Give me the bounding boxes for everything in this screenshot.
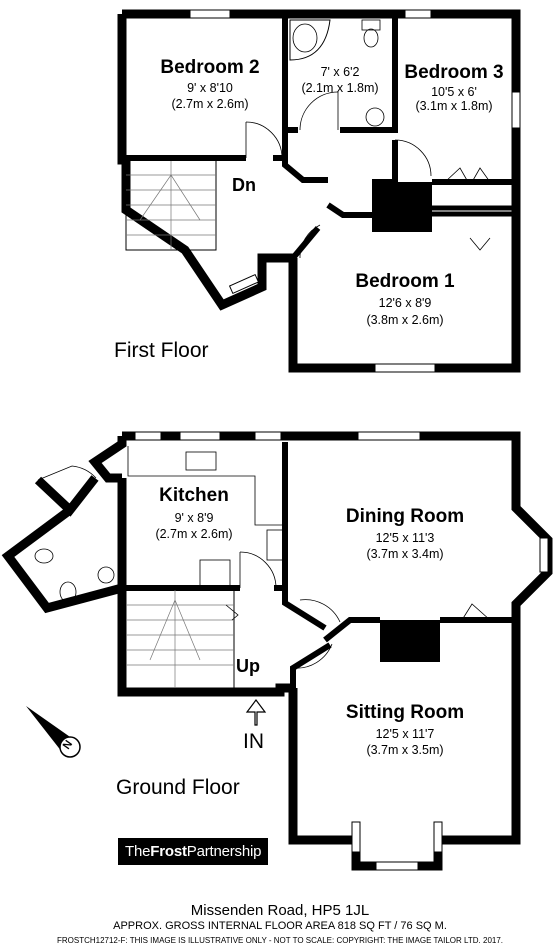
bedroom3-metric: (3.1m x 1.8m) <box>415 99 493 113</box>
ground-floor-stair-label: Up <box>236 656 260 676</box>
compass-icon <box>26 706 81 758</box>
basin <box>365 107 385 127</box>
bathroom-imperial: 7' x 6'2 <box>320 65 360 79</box>
ground-floor-left-wall <box>88 436 293 697</box>
dining-room-imperial: 12'5 x 11'3 <box>375 531 435 545</box>
bedroom3-wall <box>372 140 516 185</box>
first-floor-label: First Floor <box>114 339 209 362</box>
hall-wall <box>282 588 327 631</box>
bedroom2-name: Bedroom 2 <box>160 57 260 78</box>
bedroom2-metric: (2.7m x 2.6m) <box>171 97 249 111</box>
toilet <box>361 19 381 31</box>
disclaimer: FROSTCH12712-F: THIS IMAGE IS ILLUSTRATI… <box>56 936 504 945</box>
wc-wall <box>1 475 124 614</box>
bedroom1-imperial: 12'6 x 8'9 <box>378 296 432 310</box>
first-floor-stair-label: Dn <box>232 175 256 195</box>
bedroom3-imperial: 10'5 x 6' <box>431 85 477 99</box>
ground-floor-stair <box>125 589 235 689</box>
wc-toilet <box>59 581 77 603</box>
kitchen-name: Kitchen <box>159 485 229 506</box>
dining-room-name: Dining Room <box>345 506 465 527</box>
bedroom2-imperial: 9' x 8'10 <box>187 81 233 95</box>
kitchen-sink <box>185 451 217 471</box>
first-floor-chimney <box>372 182 432 232</box>
kitchen-worktop <box>127 446 285 526</box>
sitting-room-imperial: 12'5 x 11'7 <box>375 727 435 741</box>
sitting-room-metric: (3.7m x 3.5m) <box>366 743 444 757</box>
bedroom3-name: Bedroom 3 <box>404 62 504 83</box>
entrance-label: IN <box>243 730 264 753</box>
entrance-arrow <box>245 699 267 726</box>
bathroom-metric: (2.1m x 1.8m) <box>301 81 379 95</box>
logo-prefix: The <box>125 843 151 860</box>
ground-floor-label: Ground Floor <box>116 776 240 799</box>
dining-room-metric: (3.7m x 3.4m) <box>366 547 444 561</box>
logo-bold: Frost <box>150 843 187 860</box>
address: Missenden Road, HP5 1JL <box>190 902 370 919</box>
ground-floor-chimney <box>380 620 440 662</box>
logo-suffix: Partnership <box>186 843 262 860</box>
corner-bath <box>289 19 331 61</box>
agency-logo: TheFrostPartnership <box>118 838 269 865</box>
floor-area: APPROX. GROSS INTERNAL FLOOR AREA 818 SQ… <box>113 920 447 932</box>
bedroom1-metric: (3.8m x 2.6m) <box>366 313 444 327</box>
kitchen-metric: (2.7m x 2.6m) <box>155 527 233 541</box>
sitting-room-name: Sitting Room <box>345 702 465 723</box>
first-floor-outer-wall <box>122 9 521 373</box>
kitchen-imperial: 9' x 8'9 <box>174 511 214 525</box>
wc-basin <box>34 548 54 564</box>
bedroom1-name: Bedroom 1 <box>355 271 455 292</box>
